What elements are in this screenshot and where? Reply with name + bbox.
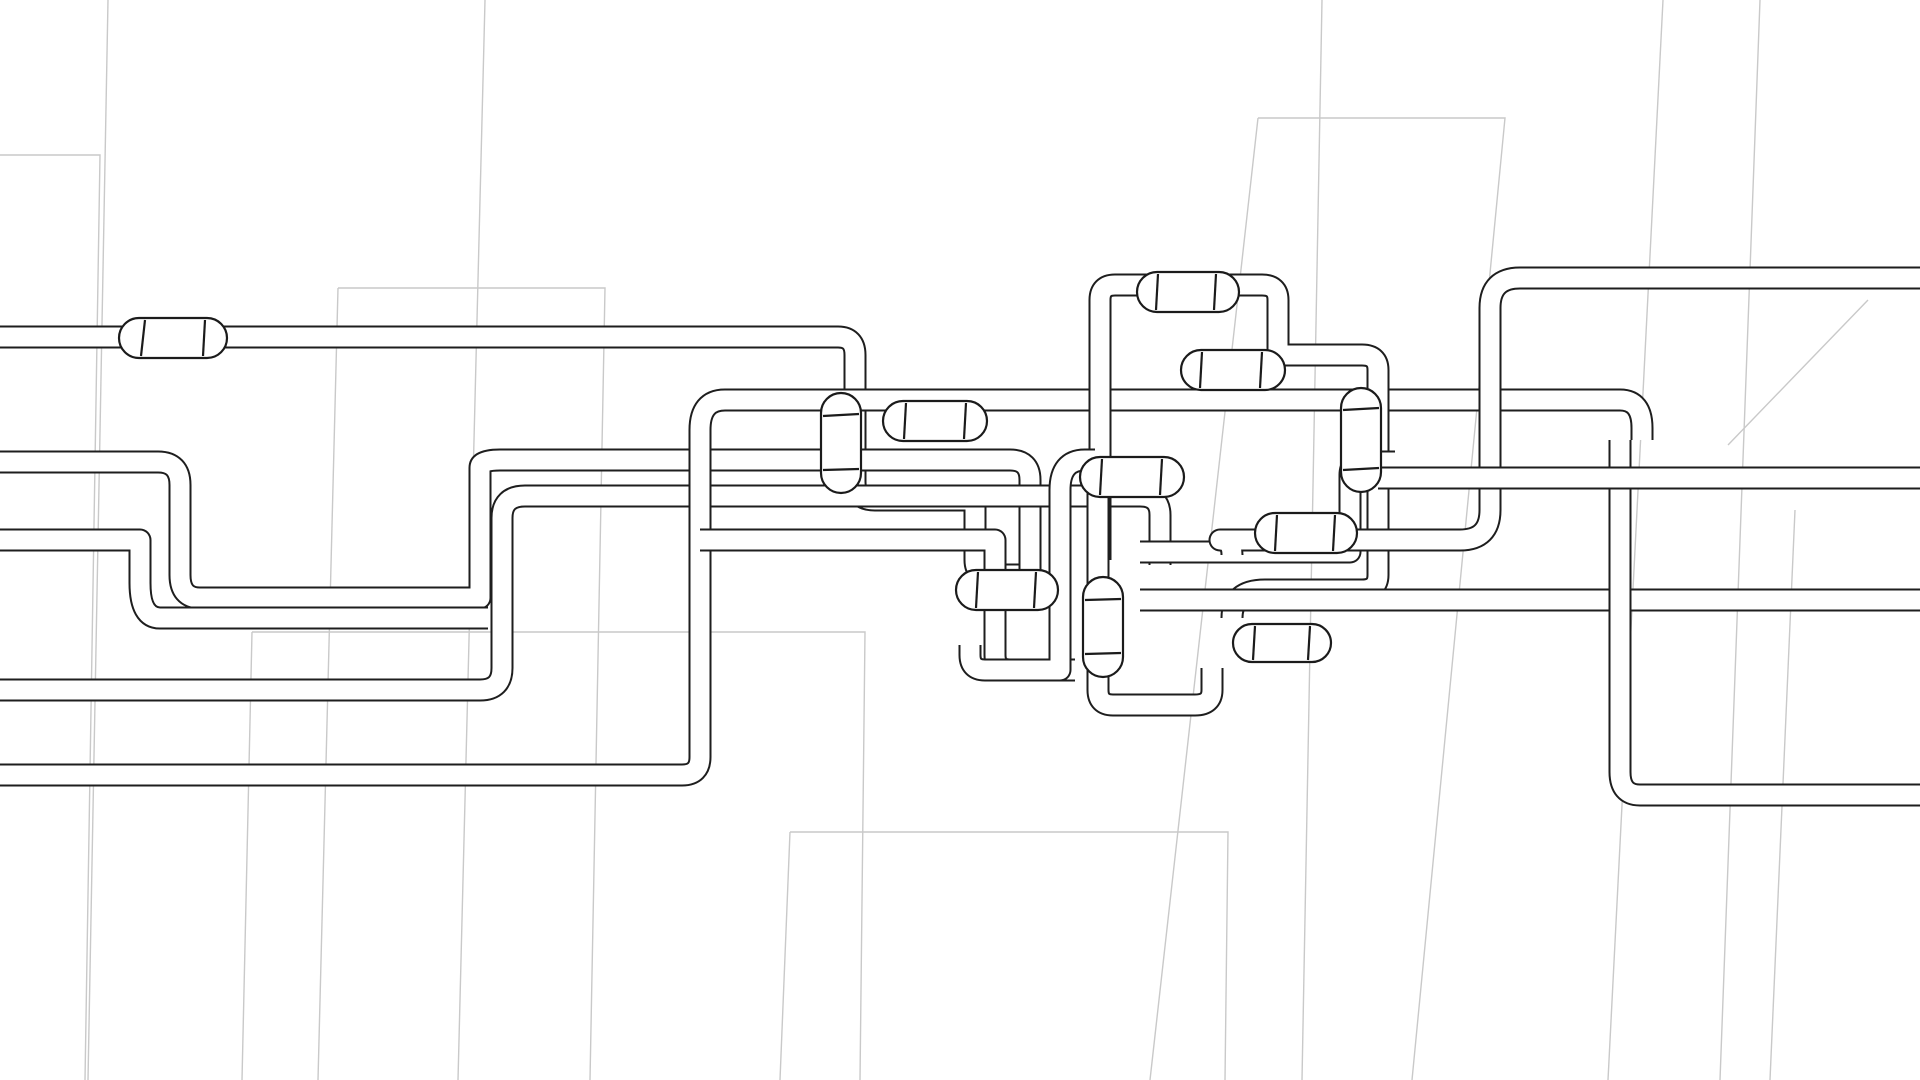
car[interactable] [1179, 348, 1287, 392]
building-outline [338, 287, 606, 1080]
road-left-s-curve [0, 484, 1172, 702]
road-right-step [1208, 266, 1920, 556]
car[interactable] [1081, 575, 1125, 679]
building-outline [1607, 0, 1664, 1080]
car[interactable] [1339, 386, 1383, 494]
car[interactable] [1253, 511, 1359, 555]
building-outline [0, 154, 101, 1080]
car[interactable] [1231, 622, 1333, 664]
car[interactable] [954, 568, 1060, 612]
road-center-left-u [958, 448, 1097, 682]
car[interactable] [1078, 455, 1186, 499]
road-center-loop [1088, 273, 1390, 619]
road-center-vertical [1086, 490, 1224, 717]
car[interactable] [819, 391, 863, 495]
road-network [0, 266, 1920, 807]
building-outline [779, 831, 791, 1080]
car[interactable] [117, 316, 229, 360]
road-bottom-long [0, 388, 1654, 787]
road-left-low-s [0, 528, 488, 630]
car[interactable] [881, 399, 989, 443]
road-left-step [0, 448, 1042, 610]
cars-layer [117, 270, 1383, 679]
building-outline [241, 631, 253, 1080]
car[interactable] [1135, 270, 1241, 314]
building-outline [252, 631, 866, 1080]
building-outline [1727, 299, 1869, 446]
building-outline [790, 831, 1229, 1080]
road-right-bottom-u [1608, 440, 1920, 807]
building-outline [1719, 0, 1761, 1080]
building-outline [1258, 117, 1506, 1080]
